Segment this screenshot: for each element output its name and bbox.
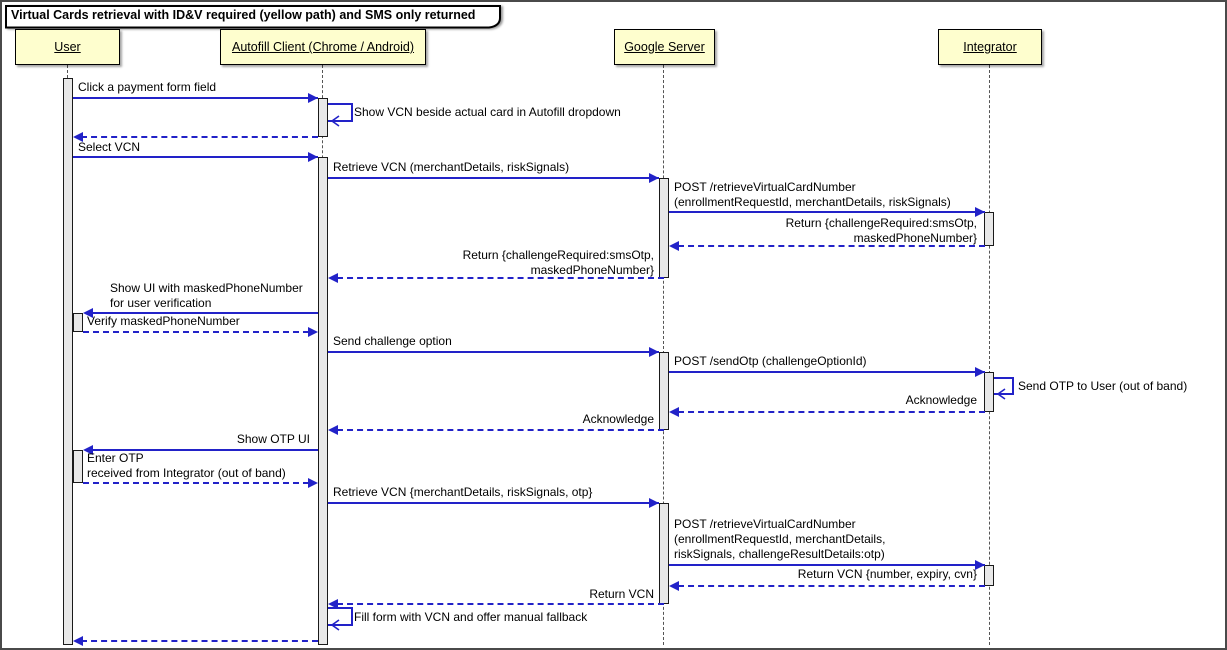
lifeline-integrator xyxy=(989,65,990,645)
participant-autofill-client: Autofill Client (Chrome / Android) xyxy=(220,29,426,65)
arrowhead xyxy=(308,327,318,337)
participant-user: User xyxy=(15,29,120,65)
message-label-1: Show VCN beside actual card in Autofill … xyxy=(354,105,621,119)
message-label-9: Verify maskedPhoneNumber xyxy=(87,314,240,328)
arrowhead xyxy=(328,599,338,609)
arrowhead xyxy=(83,308,93,318)
arrowhead xyxy=(669,241,679,251)
message-label-6a: Return {challengeRequired:smsOtp, xyxy=(785,216,977,230)
message-label-8b: for user verification xyxy=(110,296,212,310)
message-arrow-10 xyxy=(328,351,659,353)
activation-integrator-1 xyxy=(984,212,994,246)
activation-integrator-3 xyxy=(984,565,994,586)
message-label-0: Click a payment form field xyxy=(78,80,217,94)
arrowhead xyxy=(975,367,985,377)
message-arrow-15 xyxy=(92,449,318,451)
message-arrow-11 xyxy=(669,371,985,373)
arrowhead xyxy=(73,132,83,142)
message-arrow-13 xyxy=(678,411,985,413)
open-arrowhead xyxy=(330,619,340,631)
message-label-16b: received from Integrator (out of band) xyxy=(87,466,286,480)
arrowhead xyxy=(308,152,318,162)
message-label-17: Retrieve VCN {merchantDetails, riskSigna… xyxy=(333,485,593,499)
arrowhead xyxy=(975,207,985,217)
activation-integrator-2 xyxy=(984,372,994,412)
message-label-5a: POST /retrieveVirtualCardNumber xyxy=(674,180,856,194)
activation-user-verify xyxy=(73,313,83,332)
arrowhead xyxy=(649,173,659,183)
message-arrow-4 xyxy=(328,177,659,179)
message-arrow-0 xyxy=(73,97,318,99)
message-arrow-9 xyxy=(83,331,309,333)
activation-user-otp xyxy=(73,450,83,483)
message-label-5b: (enrollmentRequestId, merchantDetails, r… xyxy=(674,195,951,209)
arrowhead xyxy=(649,347,659,357)
participant-google-server: Google Server xyxy=(614,29,715,65)
message-arrow-8 xyxy=(92,312,318,314)
activation-autofill-2 xyxy=(318,157,328,645)
message-label-19: Return VCN {number, expiry, cvn} xyxy=(797,567,977,581)
diagram-title: Virtual Cards retrieval with ID&V requir… xyxy=(11,8,476,22)
arrowhead xyxy=(649,498,659,508)
message-arrow-3 xyxy=(73,156,318,158)
participant-integrator-label: Integrator xyxy=(963,40,1017,54)
message-label-18b: (enrollmentRequestId, merchantDetails, xyxy=(674,532,886,546)
diagram-title-frame xyxy=(5,5,501,29)
message-label-13: Acknowledge xyxy=(905,393,977,407)
message-arrow-5 xyxy=(669,211,985,213)
arrowhead xyxy=(328,273,338,283)
message-arrow-19 xyxy=(678,585,985,587)
self-message-loop-21 xyxy=(328,607,353,626)
message-arrow-17 xyxy=(328,502,659,504)
message-label-15: Show OTP UI xyxy=(236,432,310,446)
message-label-7a: Return {challengeRequired:smsOtp, xyxy=(462,248,654,262)
participant-integrator: Integrator xyxy=(938,29,1042,65)
self-message-loop-1 xyxy=(328,103,353,122)
message-arrow-2 xyxy=(81,136,318,138)
message-arrow-20 xyxy=(337,603,664,605)
message-label-16a: Enter OTP xyxy=(87,451,144,465)
arrowhead xyxy=(975,560,985,570)
message-label-11: POST /sendOtp (challengeOptionId) xyxy=(674,354,867,368)
message-label-18a: POST /retrieveVirtualCardNumber xyxy=(674,517,856,531)
message-arrow-22 xyxy=(81,640,318,642)
message-arrow-18 xyxy=(669,564,985,566)
open-arrowhead xyxy=(996,388,1006,400)
arrowhead xyxy=(669,407,679,417)
message-arrow-7 xyxy=(337,277,664,279)
message-arrow-6 xyxy=(678,245,985,247)
arrowhead xyxy=(308,93,318,103)
message-label-10: Send challenge option xyxy=(333,334,452,348)
message-arrow-14 xyxy=(337,429,664,431)
message-label-21: Fill form with VCN and offer manual fall… xyxy=(354,610,588,624)
message-label-12: Send OTP to User (out of band) xyxy=(1018,379,1188,393)
participant-google-server-label: Google Server xyxy=(624,40,705,54)
open-arrowhead xyxy=(330,115,340,127)
message-arrow-16 xyxy=(83,482,309,484)
message-label-3: Select VCN xyxy=(78,140,141,154)
message-label-7b: maskedPhoneNumber} xyxy=(530,263,654,277)
participant-user-label: User xyxy=(54,40,81,54)
message-label-6b: maskedPhoneNumber} xyxy=(853,231,977,245)
message-label-4: Retrieve VCN (merchantDetails, riskSigna… xyxy=(333,160,570,174)
activation-user-main xyxy=(63,78,73,645)
message-label-8a: Show UI with maskedPhoneNumber xyxy=(110,281,303,295)
message-label-20: Return VCN xyxy=(589,587,654,601)
activation-autofill-1 xyxy=(318,98,328,137)
arrowhead xyxy=(73,636,83,646)
self-message-loop-12 xyxy=(994,377,1014,395)
arrowhead xyxy=(669,581,679,591)
arrowhead xyxy=(328,425,338,435)
activation-google-2 xyxy=(659,352,669,430)
message-label-18c: riskSignals, challengeResultDetails:otp) xyxy=(674,547,885,561)
arrowhead xyxy=(83,445,93,455)
activation-google-3 xyxy=(659,503,669,604)
arrowhead xyxy=(308,478,318,488)
activation-google-1 xyxy=(659,178,669,278)
participant-autofill-client-label: Autofill Client (Chrome / Android) xyxy=(231,40,415,54)
message-label-14: Acknowledge xyxy=(582,412,654,426)
